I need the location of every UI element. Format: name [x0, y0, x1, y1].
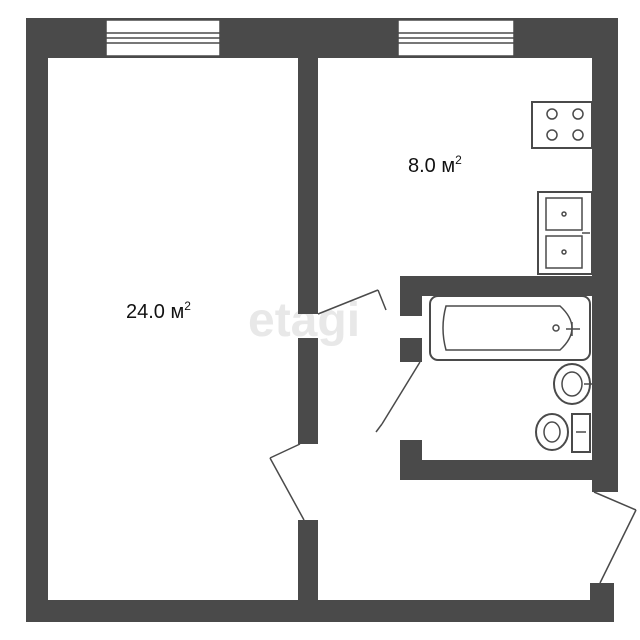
washbasin-icon [553, 363, 592, 405]
toilet-icon [535, 413, 591, 453]
interior-walls [298, 58, 592, 602]
door-icon [375, 361, 421, 433]
kitchen-area: 8.0 м2 [408, 153, 462, 177]
living-room-area: 24.0 м2 [126, 299, 191, 323]
door-icon [269, 443, 305, 521]
sink-icon [537, 191, 593, 275]
door-icon [317, 289, 387, 315]
window-icon [397, 19, 515, 57]
door-icon [593, 491, 637, 584]
bathtub-icon [429, 295, 591, 361]
stove-icon [531, 101, 593, 149]
window-icon [105, 19, 221, 57]
